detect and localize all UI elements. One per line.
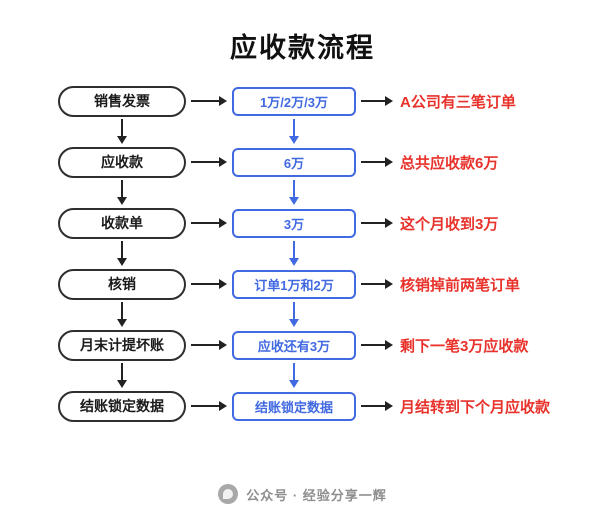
- arrow-down-icon: [117, 117, 127, 146]
- arrow-right-icon: [356, 146, 398, 178]
- value-label: 1万/2万/3万: [260, 94, 328, 110]
- flowchart-page: 应收款流程 销售发票 1万/2万/3万 A公司有三笔订单 应收款 6万 总共应收…: [0, 26, 605, 520]
- annotation-text: 核销掉前两笔订单: [400, 276, 521, 294]
- process-step-label: 收款单: [101, 215, 143, 231]
- process-step-box: 应收款: [58, 146, 186, 178]
- process-step-label: 结账锁定数据: [80, 398, 164, 414]
- value-box: 订单1万和2万: [232, 269, 356, 299]
- arrow-right-icon: [356, 268, 398, 300]
- flow-diagram: 销售发票 1万/2万/3万 A公司有三笔订单 应收款 6万 总共应收款6万 收款…: [58, 85, 593, 422]
- flow-row: 收款单 3万 这个月收到3万: [58, 207, 593, 239]
- annotation-text: 月结转到下个月应收款: [400, 398, 551, 416]
- process-step-label: 销售发票: [94, 93, 150, 109]
- connector-row: [58, 239, 593, 268]
- arrow-down-icon: [117, 239, 127, 268]
- flow-row: 应收款 6万 总共应收款6万: [58, 146, 593, 178]
- arrow-right-icon: [186, 268, 232, 300]
- connector-row: [58, 178, 593, 207]
- value-label: 3万: [283, 216, 305, 232]
- value-label: 订单1万和2万: [254, 277, 334, 293]
- arrow-right-icon: [356, 329, 398, 361]
- value-box: 3万: [232, 208, 356, 238]
- process-step-label: 应收款: [101, 154, 143, 170]
- arrow-right-icon: [186, 329, 232, 361]
- arrow-right-icon: [186, 85, 232, 117]
- value-box: 1万/2万/3万: [232, 86, 356, 116]
- process-step-box: 月末计提坏账: [58, 329, 186, 361]
- process-step-box: 核销: [58, 268, 186, 300]
- connector-row: [58, 117, 593, 146]
- page-title: 应收款流程: [230, 33, 375, 63]
- annotation-text: 这个月收到3万: [400, 215, 499, 233]
- connector-row: [58, 300, 593, 329]
- arrow-down-icon: [289, 178, 299, 207]
- flow-row: 销售发票 1万/2万/3万 A公司有三笔订单: [58, 85, 593, 117]
- process-step-label: 月末计提坏账: [80, 337, 164, 353]
- annotation-text: A公司有三笔订单: [400, 93, 516, 111]
- arrow-down-icon: [117, 300, 127, 329]
- arrow-right-icon: [186, 390, 232, 422]
- flow-row: 结账锁定数据 结账锁定数据 月结转到下个月应收款: [58, 390, 593, 422]
- arrow-down-icon: [289, 239, 299, 268]
- arrow-down-icon: [289, 361, 299, 390]
- process-step-box: 收款单: [58, 207, 186, 239]
- arrow-down-icon: [117, 361, 127, 390]
- watermark-text: 公众号 · 经验分享一辉: [246, 487, 387, 503]
- process-step-box: 销售发票: [58, 85, 186, 117]
- watermark-footer: 公众号 · 经验分享一辉: [0, 484, 605, 504]
- arrow-right-icon: [186, 207, 232, 239]
- annotation-text: 总共应收款6万: [400, 154, 499, 172]
- arrow-down-icon: [289, 117, 299, 146]
- value-label: 结账锁定数据: [254, 399, 333, 415]
- arrow-down-icon: [117, 178, 127, 207]
- logo-icon: [218, 484, 239, 504]
- arrow-right-icon: [356, 390, 398, 422]
- process-step-box: 结账锁定数据: [58, 390, 186, 422]
- value-box: 结账锁定数据: [232, 391, 356, 421]
- process-step-label: 核销: [108, 276, 136, 292]
- arrow-right-icon: [356, 85, 398, 117]
- value-label: 应收还有3万: [257, 338, 331, 354]
- arrow-right-icon: [186, 146, 232, 178]
- flow-row: 月末计提坏账 应收还有3万 剩下一笔3万应收款: [58, 329, 593, 361]
- value-box: 应收还有3万: [232, 330, 356, 360]
- flow-row: 核销 订单1万和2万 核销掉前两笔订单: [58, 268, 593, 300]
- connector-row: [58, 361, 593, 390]
- value-label: 6万: [283, 155, 305, 171]
- annotation-text: 剩下一笔3万应收款: [400, 337, 529, 355]
- value-box: 6万: [232, 147, 356, 177]
- arrow-down-icon: [289, 300, 299, 329]
- arrow-right-icon: [356, 207, 398, 239]
